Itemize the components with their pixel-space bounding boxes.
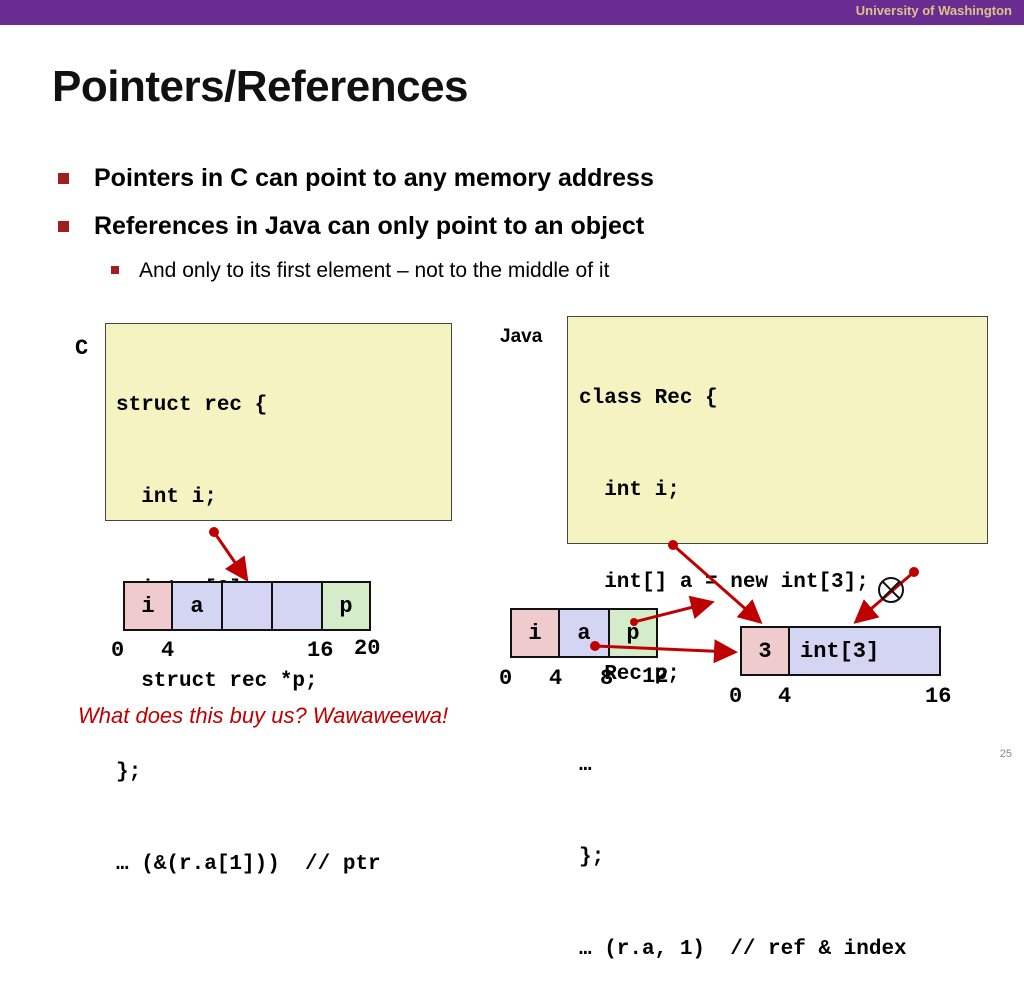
java-array-offset: 16 (925, 684, 952, 709)
c-offset: 20 (354, 636, 381, 661)
code-line: struct rec *p; (116, 669, 318, 693)
java-ref-arrow (668, 540, 763, 624)
code-line: int[] a = new int[3]; (579, 570, 869, 594)
c-pointer-arrow (209, 527, 249, 582)
code-line: … (r.a, 1) // ref & index (579, 937, 907, 961)
c-cell-p: p (321, 581, 371, 631)
java-array-offset: 4 (778, 684, 792, 709)
bullet-item: References in Java can only point to an … (58, 212, 645, 241)
code-line: … (&(r.a[1])) // ptr (116, 853, 381, 877)
code-line: struct rec { (116, 394, 268, 418)
java-array-cell-length: 3 (740, 626, 790, 676)
bullet-item: Pointers in C can point to any memory ad… (58, 164, 654, 193)
c-cell-i: i (123, 581, 173, 631)
java-array-offset: 0 (729, 684, 743, 709)
c-cell-a2 (271, 581, 323, 631)
java-rec-offset: 12 (642, 664, 669, 689)
java-p-arrow (630, 595, 715, 626)
sub-bullet-icon (111, 266, 119, 274)
java-a-arrow (590, 639, 738, 664)
code-line: class Rec { (579, 387, 718, 411)
bullet-icon (58, 221, 69, 232)
arrows-overlay (209, 527, 919, 664)
code-line: int i; (579, 478, 680, 502)
c-cell-a1 (221, 581, 273, 631)
sub-bullet-text: And only to its first element – not to t… (139, 259, 610, 282)
java-rec-cell-i: i (510, 608, 560, 658)
java-rec-offset: 4 (549, 666, 563, 691)
page-title: Pointers/References (52, 62, 469, 111)
forbidden-circle-icon (878, 577, 904, 603)
c-label: C (75, 336, 89, 361)
question-text: What does this buy us? Wawaweewa! (78, 703, 449, 728)
code-line: int i; (116, 485, 217, 509)
java-label: Java (500, 326, 543, 347)
header-bar: University of Washington (0, 0, 1024, 25)
page-number: 25 (999, 748, 1012, 760)
c-offset: 16 (307, 638, 334, 663)
java-rec-offset: 0 (499, 666, 513, 691)
bullet-icon (58, 173, 69, 184)
c-cell-a: a (171, 581, 223, 631)
java-array-cell-data: int[3] (788, 626, 941, 676)
java-rec-offset: 8 (600, 666, 614, 691)
c-offset: 4 (161, 638, 175, 663)
code-line: }; (579, 846, 605, 870)
university-name: University of Washington (855, 3, 1012, 18)
bullet-text: Pointers in C can point to any memory ad… (94, 164, 654, 192)
code-line: Rec p; (579, 662, 680, 686)
bullet-text: References in Java can only point to an … (94, 212, 645, 240)
c-offset: 0 (111, 638, 125, 663)
sub-bullet-item: And only to its first element – not to t… (111, 259, 610, 283)
